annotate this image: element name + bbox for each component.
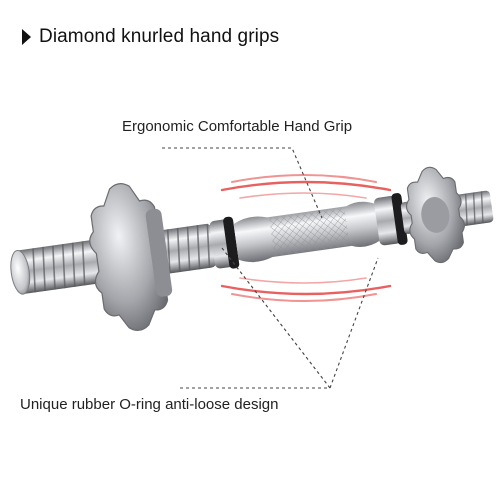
motion-lines: [220, 174, 392, 302]
triangle-bullet-icon: [22, 29, 31, 45]
left-rubber-o-ring: [209, 216, 240, 269]
left-star-collar-nut: [89, 182, 173, 331]
knurled-hand-grip: [233, 201, 382, 263]
feature-heading: Diamond knurled hand grips: [22, 26, 279, 48]
feature-heading-text: Diamond knurled hand grips: [39, 26, 280, 47]
grip-callout-label: Ergonomic Comfortable Hand Grip: [122, 118, 353, 135]
callout-leader-lines: [162, 147, 379, 389]
right-rubber-o-ring: [374, 193, 408, 246]
oring-callout-label: Unique rubber O-ring anti-loose design: [20, 396, 279, 413]
right-star-collar-nut: [405, 166, 465, 264]
